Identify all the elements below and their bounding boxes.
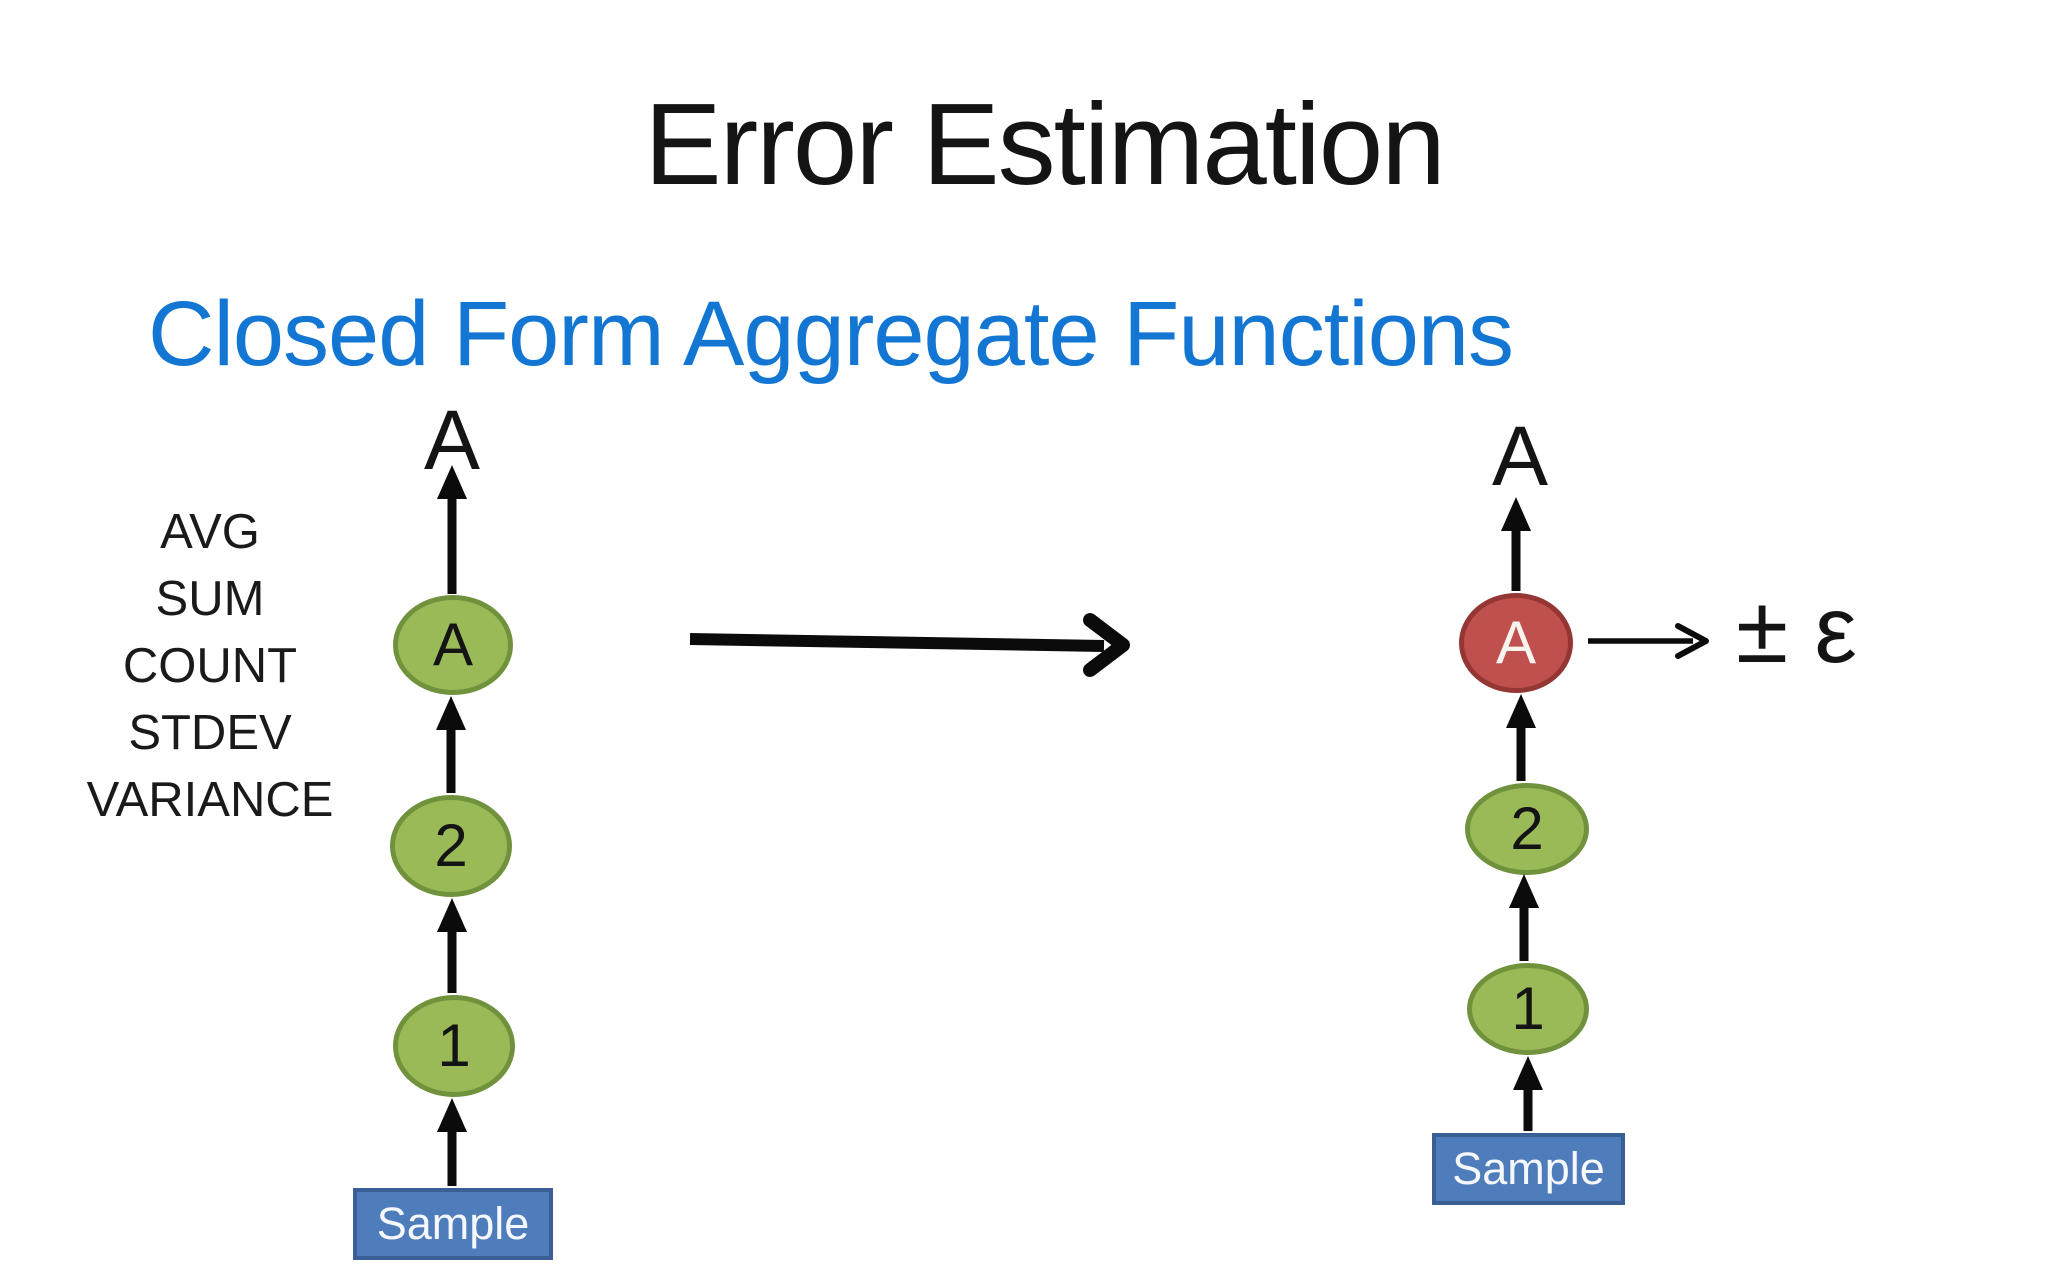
left-node-aggregate: A: [393, 595, 513, 695]
aggregate-functions-list: AVG SUM COUNT STDEV VARIANCE: [30, 499, 390, 834]
right-node-operator-1: 1: [1467, 963, 1589, 1055]
slide-title: Error Estimation: [644, 79, 1446, 209]
right-node-aggregate-error: A: [1459, 593, 1573, 693]
right-arrow-sample-to-1-icon: [1513, 1056, 1543, 1131]
aggregate-function-item: SUM: [155, 572, 265, 626]
aggregate-function-item: COUNT: [122, 639, 298, 693]
right-sample-box: Sample: [1432, 1133, 1625, 1205]
left-output-label: A: [423, 393, 481, 487]
left-arrow-2-to-a-icon: [436, 696, 466, 793]
right-sample-label: Sample: [1452, 1143, 1605, 1194]
right-arrow-top-icon: [1501, 497, 1531, 591]
left-arrow-sample-to-1-icon: [437, 1098, 467, 1186]
right-output-label: A: [1491, 409, 1549, 503]
right-arrow-2-to-a-icon: [1506, 694, 1536, 781]
right-arrow-1-to-2-icon: [1509, 874, 1539, 961]
aggregate-function-item: VARIANCE: [86, 773, 334, 827]
left-sample-label: Sample: [376, 1198, 530, 1249]
error-arrow-icon: [1588, 623, 1709, 659]
slide-subtitle: Closed Form Aggregate Functions: [148, 283, 1514, 385]
aggregate-function-item: STDEV: [128, 706, 292, 760]
left-arrow-1-to-2-icon: [437, 898, 467, 993]
left-node-operator-1: 1: [393, 995, 515, 1097]
right-node-operator-2: 2: [1465, 783, 1589, 875]
transform-arrow-icon: [689, 613, 1130, 677]
aggregate-function-item: AVG: [160, 505, 260, 559]
error-margin-label: ± ε: [1736, 577, 1857, 683]
left-sample-box: Sample: [353, 1188, 553, 1260]
left-node-operator-2: 2: [390, 795, 512, 897]
